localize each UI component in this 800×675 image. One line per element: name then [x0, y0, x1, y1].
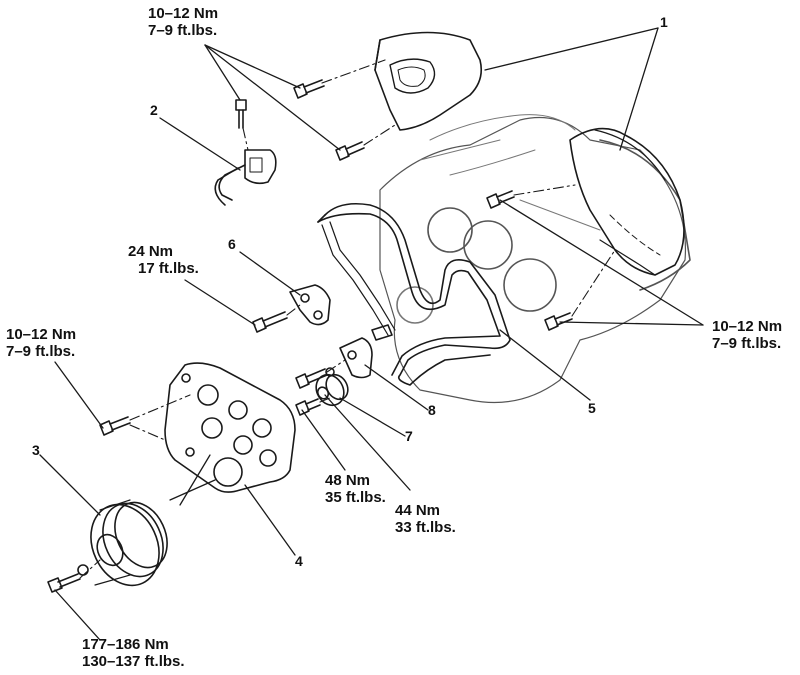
torque-label-lower-cover: 10–12 Nm 7–9 ft.lbs.: [6, 326, 76, 360]
callout-3: 3: [32, 442, 40, 458]
callout-8: 8: [428, 402, 436, 418]
lower-cover-bolts: [99, 416, 131, 436]
tensioner-bracket-part6: [289, 284, 331, 326]
callout-6: 6: [228, 236, 236, 252]
torque-nm: 10–12 Nm: [148, 5, 219, 22]
torque-label-tensioner-bracket: 48 Nm 35 ft.lbs.: [325, 472, 386, 506]
torque-ftlbs: 17 ft.lbs.: [138, 260, 199, 277]
torque-nm: 48 Nm: [325, 472, 371, 489]
callout-7: 7: [405, 428, 413, 444]
callout-4: 4: [295, 553, 303, 569]
callout-5: 5: [588, 400, 596, 416]
torque-ftlbs: 33 ft.lbs.: [395, 519, 456, 536]
torque-ftlbs: 7–9 ft.lbs.: [6, 343, 76, 360]
alignment-lines: [79, 59, 616, 579]
torque-ftlbs: 35 ft.lbs.: [325, 489, 386, 506]
crank-pulley-bolt: [47, 573, 81, 593]
crankshaft-pulley: [77, 499, 168, 587]
tensioner-bolts: [295, 367, 335, 416]
tensioner-bracket-part8: [339, 324, 393, 379]
torque-nm: 10–12 Nm: [6, 326, 77, 343]
torque-ftlbs: 7–9 ft.lbs.: [148, 22, 218, 39]
torque-label-upper-cover: 10–12 Nm 7–9 ft.lbs.: [148, 5, 218, 39]
leader-lines: [39, 27, 704, 641]
sensor-bolt: [235, 99, 247, 129]
callout-2: 2: [150, 102, 158, 118]
torque-nm: 44 Nm: [395, 502, 441, 519]
upper-cover-bolts: [293, 79, 365, 161]
callout-1: 1: [660, 14, 668, 30]
torque-label-tensioner-pulley: 44 Nm 33 ft.lbs.: [395, 502, 456, 536]
torque-ftlbs: 130–137 ft.lbs.: [82, 653, 185, 670]
bolt-24nm: [252, 311, 288, 333]
crank-angle-sensor: [214, 149, 277, 206]
torque-label-crank-pulley: 177–186 Nm 130–137 ft.lbs.: [82, 636, 185, 670]
torque-nm: 177–186 Nm: [82, 636, 169, 653]
torque-nm: 24 Nm: [128, 243, 174, 260]
engine-block: [379, 114, 691, 403]
torque-label-sensor-bolt: 24 Nm 17 ft.lbs.: [128, 243, 199, 277]
torque-ftlbs: 7–9 ft.lbs.: [712, 335, 782, 352]
timing-belt: [317, 202, 511, 386]
torque-label-rear-cover: 10–12 Nm 7–9 ft.lbs.: [712, 318, 782, 352]
upper-timing-cover: [374, 31, 483, 131]
torque-nm: 10–12 Nm: [712, 318, 783, 335]
lower-timing-cover: [164, 362, 296, 493]
tensioner-pulley: [315, 373, 349, 407]
